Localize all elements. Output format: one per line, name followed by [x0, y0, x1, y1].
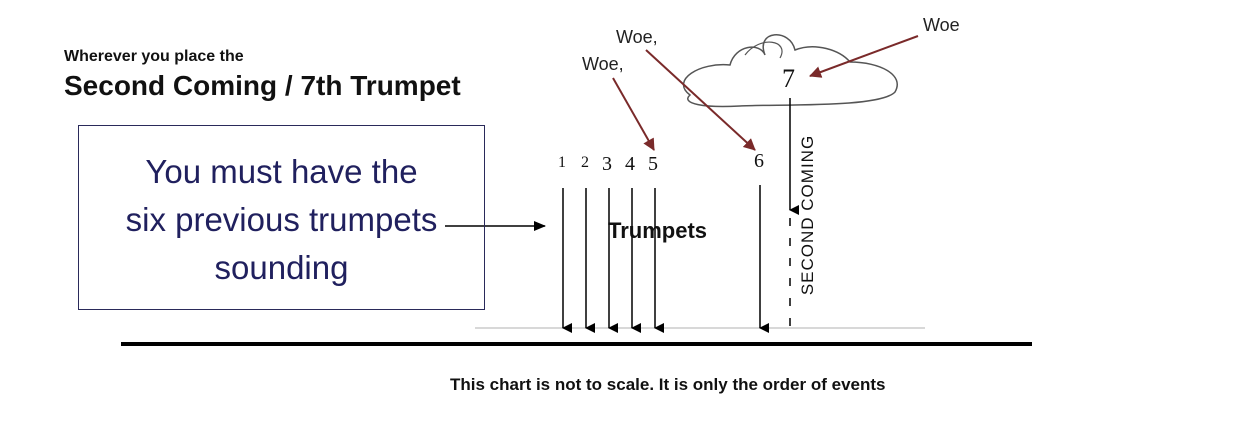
trumpet-number-7: 7 [782, 64, 795, 93]
trumpet-number-1: 1 [558, 154, 566, 171]
woe-2-arrow [645, 49, 756, 151]
woe-label-1: Woe, [582, 54, 624, 74]
requirement-line-2: six previous trumpets [125, 201, 438, 238]
cloud-shape [682, 34, 898, 108]
chart-caption: This chart is not to scale. It is only t… [450, 375, 886, 394]
trumpets-label: Trumpets [608, 218, 708, 243]
woe-1-arrow [612, 77, 655, 151]
trumpet-number-3: 3 [602, 153, 612, 175]
trumpet-number-2: 2 [581, 154, 589, 171]
requirement-box: You must have the six previous trumpets … [78, 125, 485, 310]
woe-label-2: Woe, [616, 27, 658, 47]
woe-3-arrow [809, 35, 919, 78]
trumpet-number-5: 5 [648, 153, 658, 175]
subtitle: Wherever you place the [64, 48, 244, 65]
trumpet-number-4: 4 [625, 153, 635, 175]
woe-label-3: Woe [923, 15, 960, 35]
requirement-line-1: You must have the [145, 153, 418, 190]
requirement-line-3: sounding [214, 249, 349, 286]
second-coming-label: SECOND COMING [798, 134, 817, 296]
trumpet-number-6: 6 [754, 150, 764, 172]
cloud-curl [744, 41, 783, 59]
page-title: Second Coming / 7th Trumpet [64, 70, 461, 101]
requirement-text: You must have the six previous trumpets … [79, 148, 484, 292]
